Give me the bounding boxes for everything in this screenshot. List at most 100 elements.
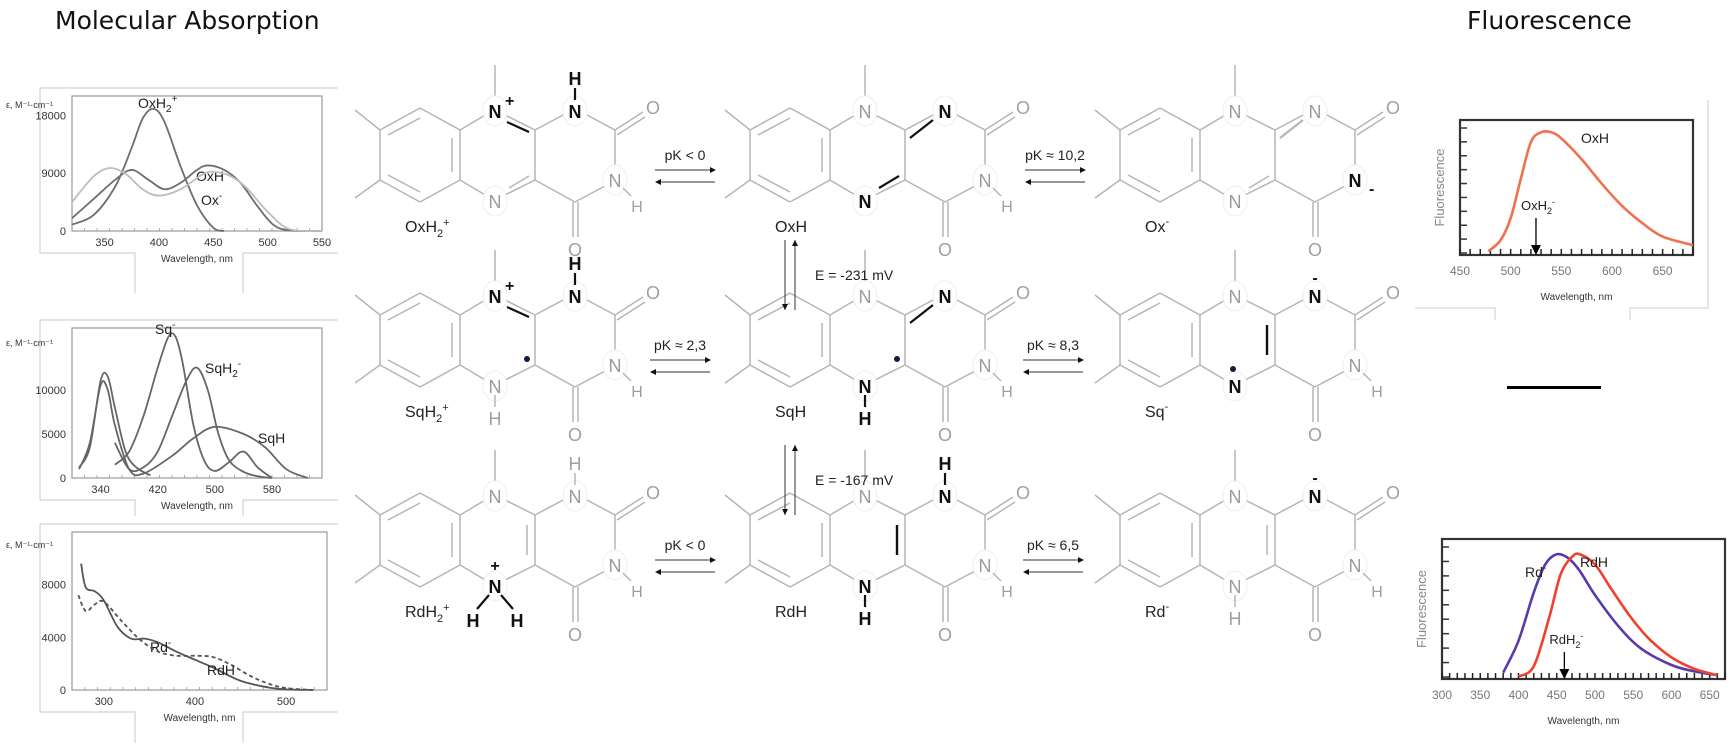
figure-frame	[39, 319, 338, 516]
plot-area	[1440, 537, 1727, 681]
x-tick-label: 450	[204, 237, 222, 249]
atom-N: N	[1229, 192, 1242, 212]
series-label: Rd-	[1525, 563, 1546, 580]
atom-N: N	[1229, 287, 1242, 307]
x-tick-label: 400	[1508, 688, 1528, 702]
atom-O: O	[1386, 283, 1400, 303]
atom-N: N	[489, 102, 502, 122]
atom-O: O	[646, 283, 660, 303]
plot-area	[71, 95, 323, 232]
atom-N: N	[609, 171, 622, 191]
svg-text:H: H	[631, 584, 643, 601]
arrow-left-icon	[1025, 179, 1031, 185]
structure-label: Rd-	[1145, 601, 1169, 621]
atom-N: N	[609, 556, 622, 576]
series-label: Sq-	[155, 320, 175, 337]
x-tick-label: 500	[1501, 264, 1521, 278]
atom-O: O	[1386, 483, 1400, 503]
series-line-Sq-extra	[78, 371, 152, 477]
atom-O: O	[568, 240, 582, 260]
series-label: OxH	[1581, 130, 1609, 146]
series-line-OxH	[71, 164, 323, 232]
svg-text:H: H	[1371, 384, 1383, 401]
arrow-left-icon	[650, 369, 656, 375]
redox-sq-rd: E = -167 mV	[782, 445, 894, 515]
x-tick-label: 420	[149, 484, 167, 496]
x-tick-label: 500	[206, 484, 224, 496]
svg-text:H: H	[1371, 584, 1383, 601]
x-axis-label: Wavelength, nm	[161, 254, 233, 265]
radical-dot	[894, 356, 900, 362]
atom-O: O	[568, 625, 582, 645]
atom-O: O	[1308, 425, 1322, 445]
arrow-left-icon	[1023, 369, 1029, 375]
fluorescence-section-title: Fluorescence	[1467, 6, 1632, 35]
atom-N: N	[1229, 377, 1242, 397]
svg-text:H: H	[467, 611, 480, 631]
y-tick-label: 0	[60, 473, 66, 485]
series-line-RdH	[77, 594, 314, 691]
equilibrium-oxh-ox: pK ≈ 10,2	[1025, 147, 1086, 185]
redox-ox-sq: E = -231 mV	[782, 240, 894, 310]
structure-label: Sq-	[1145, 401, 1169, 421]
structure-label: Ox-	[1145, 216, 1169, 236]
svg-text:pK < 0: pK < 0	[665, 147, 706, 163]
x-tick-label: 500	[258, 237, 276, 249]
equilibrium-sqh2-sqh: pK ≈ 2,3	[650, 337, 711, 375]
arrow-left-icon	[1023, 569, 1029, 575]
y-tick-label: 10000	[35, 385, 66, 397]
svg-text:H: H	[859, 409, 872, 429]
arrow-down-icon	[1559, 669, 1570, 679]
structure-label: SqH2+	[405, 402, 449, 425]
atom-N: N	[1309, 487, 1322, 507]
atom-N: N	[939, 487, 952, 507]
atom-O: O	[1016, 98, 1030, 118]
atom-O: O	[568, 425, 582, 445]
series-label: RdH	[1580, 554, 1608, 570]
x-axis-label: Wavelength, nm	[1541, 292, 1613, 303]
radical-dot	[1230, 366, 1236, 372]
x-axis-label: Wavelength, nm	[161, 501, 233, 512]
structure-label: OxH	[775, 219, 807, 236]
series-line-Rd-	[80, 563, 314, 691]
x-tick-label: 600	[1661, 688, 1681, 702]
y-tick-label: 5000	[42, 429, 66, 441]
arrow-right-icon	[1078, 557, 1084, 563]
atom-N: N	[939, 287, 952, 307]
atom-N: N	[489, 192, 502, 212]
svg-text:H: H	[631, 384, 643, 401]
x-tick-label: 500	[1585, 688, 1605, 702]
atom-N: N	[489, 287, 502, 307]
x-tick-label: 600	[1602, 264, 1622, 278]
atom-O: O	[646, 98, 660, 118]
svg-text:H: H	[1001, 384, 1013, 401]
svg-text:-: -	[1369, 181, 1374, 198]
x-tick-label: 550	[1551, 264, 1571, 278]
svg-text:H: H	[1229, 609, 1242, 629]
svg-text:+: +	[505, 278, 514, 295]
arrow-right-icon	[1078, 357, 1084, 363]
series-label: SqH2-	[205, 359, 241, 380]
equilibrium-rdh2-rdh: pK < 0	[655, 537, 716, 575]
x-tick-label: 340	[91, 484, 109, 496]
x-axis-label: Wavelength, nm	[164, 713, 236, 724]
series-label: RdH	[207, 662, 235, 678]
atom-O: O	[938, 425, 952, 445]
x-tick-label: 400	[186, 696, 204, 708]
y-axis-label: ε, M⁻¹·cm⁻¹	[6, 540, 53, 550]
atom-N: N	[859, 577, 872, 597]
x-tick-label: 550	[313, 237, 331, 249]
arrow-right-icon	[710, 167, 716, 173]
arrow-left-icon	[655, 569, 661, 575]
scale-bar	[1507, 386, 1601, 389]
x-axis-label: Wavelength, nm	[1548, 716, 1620, 727]
atom-N: N	[569, 287, 582, 307]
arrow-up-icon	[792, 240, 798, 246]
figure-frame	[39, 87, 338, 293]
